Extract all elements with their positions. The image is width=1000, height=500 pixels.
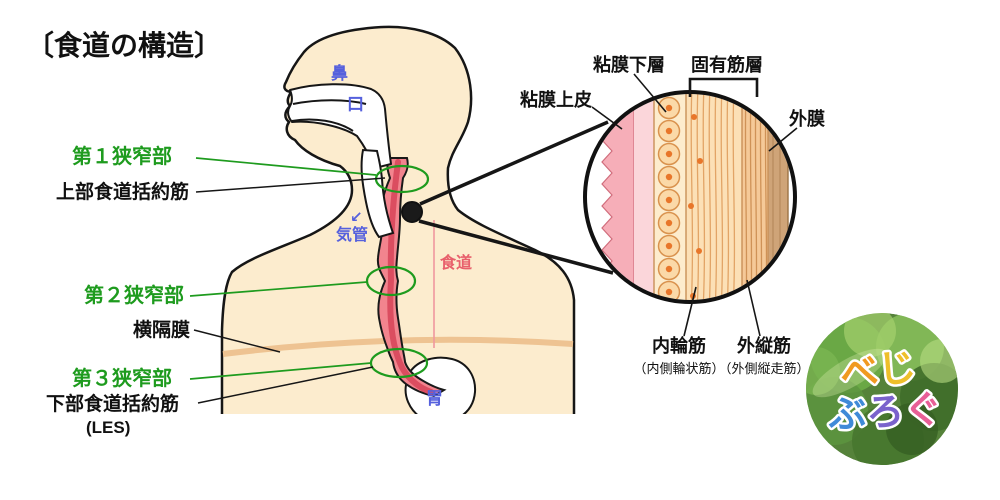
label-trachea: 気管 [336,225,368,244]
pointer-line-diaphragm [193,329,281,353]
pointer-line-inner-circular [683,286,697,337]
label-mucosal-epithelium: 粘膜上皮 [520,89,592,110]
trachea-arrow-icon: ↙ [350,209,363,226]
label-upper-sphincter: 上部食道括約筋 [56,180,189,203]
zoom-label-pointers [591,73,798,337]
pointer-line-mucosal-epithelium [591,106,623,130]
page-title: 〔食道の構造〕 [26,29,222,61]
label-constriction-1: 第１狭窄部 [72,144,172,168]
label-outer-longitudinal: 外縦筋 [737,335,791,356]
pointer-lines [189,157,386,404]
body-figure [215,25,587,500]
zoom-cone-top-line [419,120,609,206]
label-inner-circular-alt: （内側輪状筋） [633,361,724,376]
logo-text: べじ ぶろぐ [824,344,946,439]
muscularis-bracket [688,77,759,97]
layer-adventitia [768,94,788,300]
pointer-line-upper-sphincter [195,177,386,193]
pointer-line-constriction2 [189,281,368,297]
label-constriction-3: 第３狭窄部 [72,366,172,390]
zoom-cone [401,120,614,275]
label-mouth: 口 [347,95,364,114]
label-submucosa: 粘膜下層 [593,54,665,75]
layer-submucosa [634,94,654,300]
inner-muscle-stripes [690,94,736,300]
label-nose: 鼻 [331,63,348,83]
zoom-cone-bottom-line [418,219,614,275]
figure-bottom-mask [215,414,587,500]
logo-line1: べじ [838,346,918,396]
label-constriction-2: 第２狭窄部 [84,283,184,307]
logo-foliage [806,313,958,465]
label-esophagus: 食道 [439,253,472,272]
label-les: (LES) [86,418,130,437]
label-lower-sphincter: 下部食道括約筋 [46,392,179,415]
zoom-source-circle [401,201,423,223]
zoom-circle [583,90,797,304]
pointer-line-submucosa [633,73,667,113]
label-stomach: 胃 [426,389,443,408]
label-diaphragm: 横隔膜 [133,318,190,341]
palate-line [292,99,367,105]
label-adventitia: 外膜 [789,108,825,129]
pointer-line-adventitia [768,127,798,152]
label-inner-circular: 内輪筋 [652,335,706,356]
tongue-line [291,118,354,132]
pointer-line-constriction3 [189,362,372,380]
pointer-line-constriction1 [195,157,377,176]
logo-line2: ぶろぐ [826,389,943,437]
label-outer-longitudinal-alt: （外側縦走筋） [718,361,809,376]
logo: べじ ぶろぐ [806,313,958,465]
cell-nuclei-dots [665,104,673,296]
label-muscularis-propria: 固有筋層 [691,54,763,75]
stomach-shape [404,356,477,418]
pointer-line-lower-sphincter [197,366,374,404]
constriction2-ellipse [365,265,417,297]
pointer-line-outer-longitudinal [746,279,761,337]
trachea-shape [360,148,395,239]
